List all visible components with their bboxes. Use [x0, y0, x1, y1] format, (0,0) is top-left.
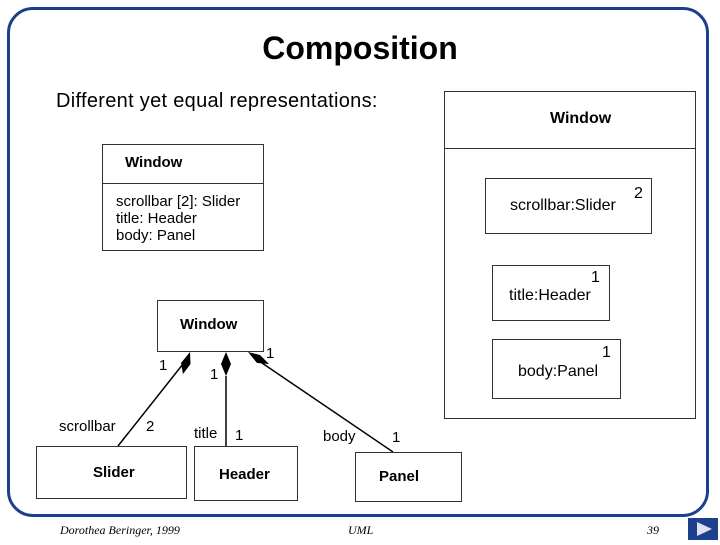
composition-diamond-header [221, 352, 231, 376]
footer-page-number: 39 [647, 523, 659, 537]
nested-part-multiplicity: 1 [591, 269, 600, 286]
slide-frame [7, 7, 709, 517]
tree-panel-box: Panel [355, 452, 462, 502]
tree-window-label: Window [180, 316, 238, 333]
multiplicity-panel: 1 [392, 429, 401, 446]
class-box-attribute: title: Header [116, 210, 197, 227]
nested-part-body: body:Panel 1 [492, 339, 621, 399]
tree-slider-label: Slider [93, 464, 135, 481]
class-box-name: Window [125, 154, 183, 171]
class-box-attribute: body: Panel [116, 227, 196, 244]
tree-window-box: Window [157, 300, 264, 352]
tree-slider-box: Slider [36, 446, 187, 499]
footer-topic: UML [348, 523, 374, 537]
role-body: body [323, 428, 356, 445]
connector-panel [261, 362, 394, 453]
connector-slider [117, 363, 184, 447]
nested-part-label: scrollbar:Slider [510, 197, 616, 214]
composition-diamond-panel [248, 352, 269, 364]
nested-part-scrollbar: scrollbar:Slider 2 [485, 178, 652, 234]
multiplicity-slider: 2 [146, 418, 155, 435]
composition-diamond-slider [181, 352, 191, 374]
multiplicity-whole-header: 1 [210, 366, 219, 383]
tree-header-label: Header [219, 466, 270, 483]
slide-title: Composition [262, 30, 458, 66]
slide-subtitle: Different yet equal representations: [56, 90, 378, 112]
footer-author: Dorothea Beringer, 1999 [60, 523, 180, 537]
nested-part-title: title:Header 1 [492, 265, 610, 321]
nested-part-label: body:Panel [518, 363, 599, 380]
tree-panel-label: Panel [379, 468, 420, 485]
multiplicity-whole-slider: 1 [159, 357, 168, 374]
tree-header-box: Header [194, 446, 298, 501]
nested-part-multiplicity: 1 [602, 344, 611, 361]
multiplicity-whole-panel: 1 [266, 345, 275, 362]
next-slide-button[interactable] [688, 518, 718, 540]
next-arrow-icon [697, 522, 712, 536]
class-box-attribute: scrollbar [2]: Slider [116, 193, 241, 210]
nested-window-label: Window [550, 110, 612, 127]
class-box-window: Window scrollbar [2]: Slider title: Head… [102, 144, 264, 251]
nested-part-label: title:Header [509, 287, 591, 304]
role-title: title [194, 425, 218, 442]
role-scrollbar: scrollbar [59, 418, 116, 435]
nested-part-multiplicity: 2 [634, 185, 643, 202]
multiplicity-header: 1 [235, 427, 244, 444]
